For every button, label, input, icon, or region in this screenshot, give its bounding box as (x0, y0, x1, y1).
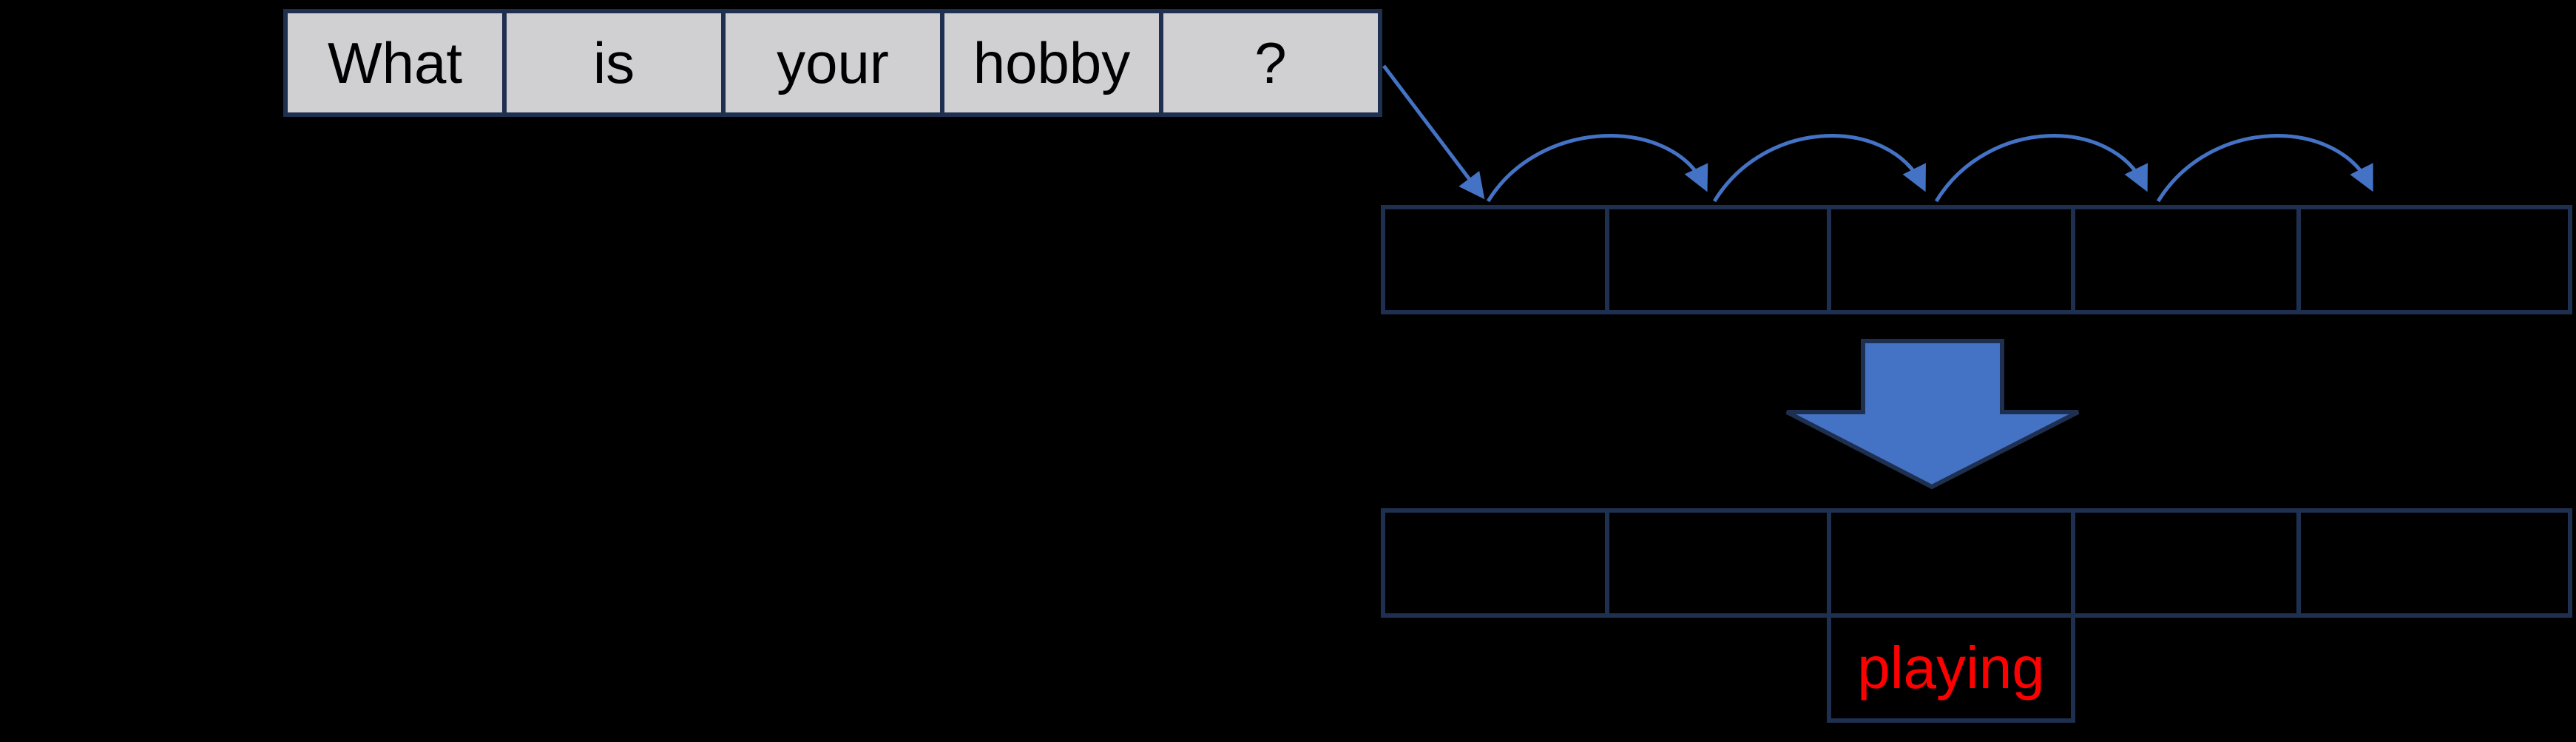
state-cell (1827, 513, 2071, 613)
hop-arc-4 (2156, 134, 2373, 203)
hop-arc-3 (1934, 134, 2148, 203)
state-cell (1385, 209, 1605, 310)
state-row-top (1381, 205, 2572, 314)
state-cell (2071, 513, 2296, 613)
state-cell (2071, 209, 2296, 310)
state-cell (2296, 209, 2568, 310)
sentence-cell-hobby: hobby (940, 13, 1159, 112)
sentence-cell-your: your (721, 13, 940, 112)
sentence-cell-qmark: ? (1159, 13, 1378, 112)
word-label: hobby (973, 30, 1131, 95)
state-cell (1827, 209, 2071, 310)
state-cell (1385, 513, 1605, 613)
input-arrow (1382, 64, 1485, 200)
word-label: your (777, 30, 889, 95)
state-cell (2296, 513, 2568, 613)
word-label: ? (1254, 30, 1287, 95)
state-cell (1605, 513, 1827, 613)
hop-arc-1 (1486, 134, 1708, 203)
output-word-label: playing (1857, 635, 2045, 701)
output-word-box: playing (1827, 613, 2075, 723)
hop-arc-2 (1712, 134, 1926, 203)
state-row-bottom (1381, 508, 2572, 618)
sentence-cell-is: is (502, 13, 721, 112)
sentence-cell-what: What (288, 13, 502, 112)
word-label: What (327, 30, 463, 95)
state-cell (1605, 209, 1827, 310)
down-block-arrow-icon (1785, 339, 2080, 490)
sentence-row: What is your hobby ? (283, 9, 1382, 117)
word-label: is (592, 30, 635, 95)
